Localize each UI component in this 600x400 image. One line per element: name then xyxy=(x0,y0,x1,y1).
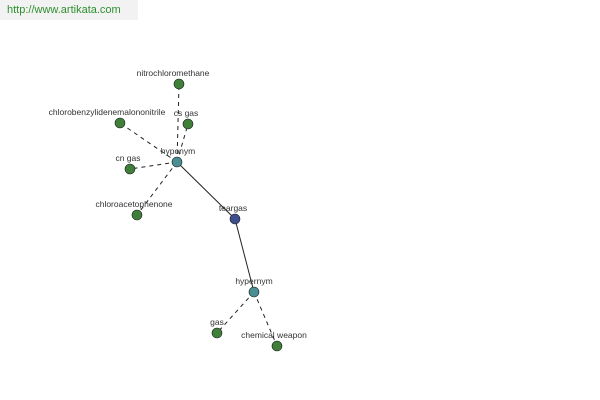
node-label-cs-gas[interactable]: cs gas xyxy=(174,108,199,118)
node-chloroacetophenone[interactable] xyxy=(131,209,143,221)
node-label-chlorobenzylidenemalononitrile[interactable]: chlorobenzylidenemalononitrile xyxy=(49,107,166,117)
node-label-chemical-weapon[interactable]: chemical weapon xyxy=(241,330,307,340)
node-label-cn-gas[interactable]: cn gas xyxy=(115,153,140,163)
graph-nodes xyxy=(114,78,283,352)
node-chlorobenzylidenemalononitrile[interactable] xyxy=(114,117,126,129)
edge-hyponym-nitrochloromethane xyxy=(176,83,180,163)
edge-teargas-hypernym xyxy=(234,218,255,293)
node-label-nitrochloromethane[interactable]: nitrochloromethane xyxy=(137,68,210,78)
node-cs-gas[interactable] xyxy=(182,118,194,130)
node-teargas[interactable] xyxy=(229,213,241,225)
watermark-box: http://www.artikata.com xyxy=(0,0,138,20)
node-label-chloroacetophenone[interactable]: chloroacetophenone xyxy=(95,199,172,209)
node-nitrochloromethane[interactable] xyxy=(173,78,185,90)
node-label-hypernym[interactable]: hypernym xyxy=(235,276,272,286)
edge-hypernym-chemical_weapon xyxy=(253,291,278,347)
node-cn-gas[interactable] xyxy=(124,163,136,175)
node-hyponym[interactable] xyxy=(171,156,183,168)
watermark-url[interactable]: http://www.artikata.com xyxy=(7,4,121,16)
edge-hyponym-cs_gas xyxy=(176,123,189,163)
graph-edges xyxy=(119,83,278,347)
edge-hyponym-chloroacetophenone xyxy=(136,161,178,216)
edge-hypernym-gas xyxy=(216,291,255,334)
edge-hyponym-cn_gas xyxy=(129,161,178,170)
node-label-gas[interactable]: gas xyxy=(210,317,224,327)
edge-teargas-hyponym xyxy=(176,161,236,220)
node-label-teargas[interactable]: teargas xyxy=(219,203,247,213)
graph-labels: teargas hyponym hypernym nitrochloromethane… xyxy=(49,68,307,340)
node-gas[interactable] xyxy=(211,327,223,339)
node-label-hyponym[interactable]: hyponym xyxy=(161,146,196,156)
node-hypernym[interactable] xyxy=(248,286,260,298)
node-chemical-weapon[interactable] xyxy=(271,340,283,352)
edge-hyponym-chlorobenzylidenemalononitrile xyxy=(119,122,178,163)
